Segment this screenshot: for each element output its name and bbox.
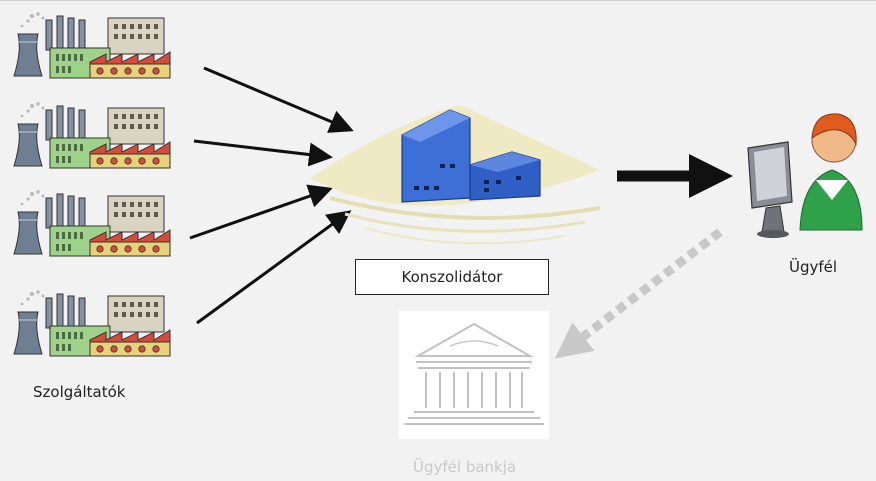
arrow-to-client-bank [554, 228, 723, 359]
consolidator-label: Konszolidátor [401, 268, 503, 286]
provider-factory-icon-2 [13, 101, 171, 169]
consolidator-label-box: Konszolidátor [355, 259, 549, 295]
provider-factory-icon-3 [13, 189, 171, 257]
client-label: Ügyfél [789, 258, 838, 276]
arrow-provider-3 [189, 184, 333, 240]
provider-factory-icon-1 [13, 11, 171, 80]
arrow-provider-1 [203, 66, 354, 133]
client-bank-building-icon [399, 311, 549, 439]
client-person-at-computer-icon [747, 113, 863, 238]
client-bank-label: Ügyfél bankja [413, 458, 517, 476]
arrow-provider-2 [193, 139, 333, 167]
top-border [0, 0, 876, 1]
arrow-provider-4 [196, 210, 352, 325]
provider-factory-icon-4 [13, 289, 171, 357]
providers-label: Szolgáltatók [33, 383, 126, 401]
consolidator-office-building-icon [310, 105, 601, 245]
